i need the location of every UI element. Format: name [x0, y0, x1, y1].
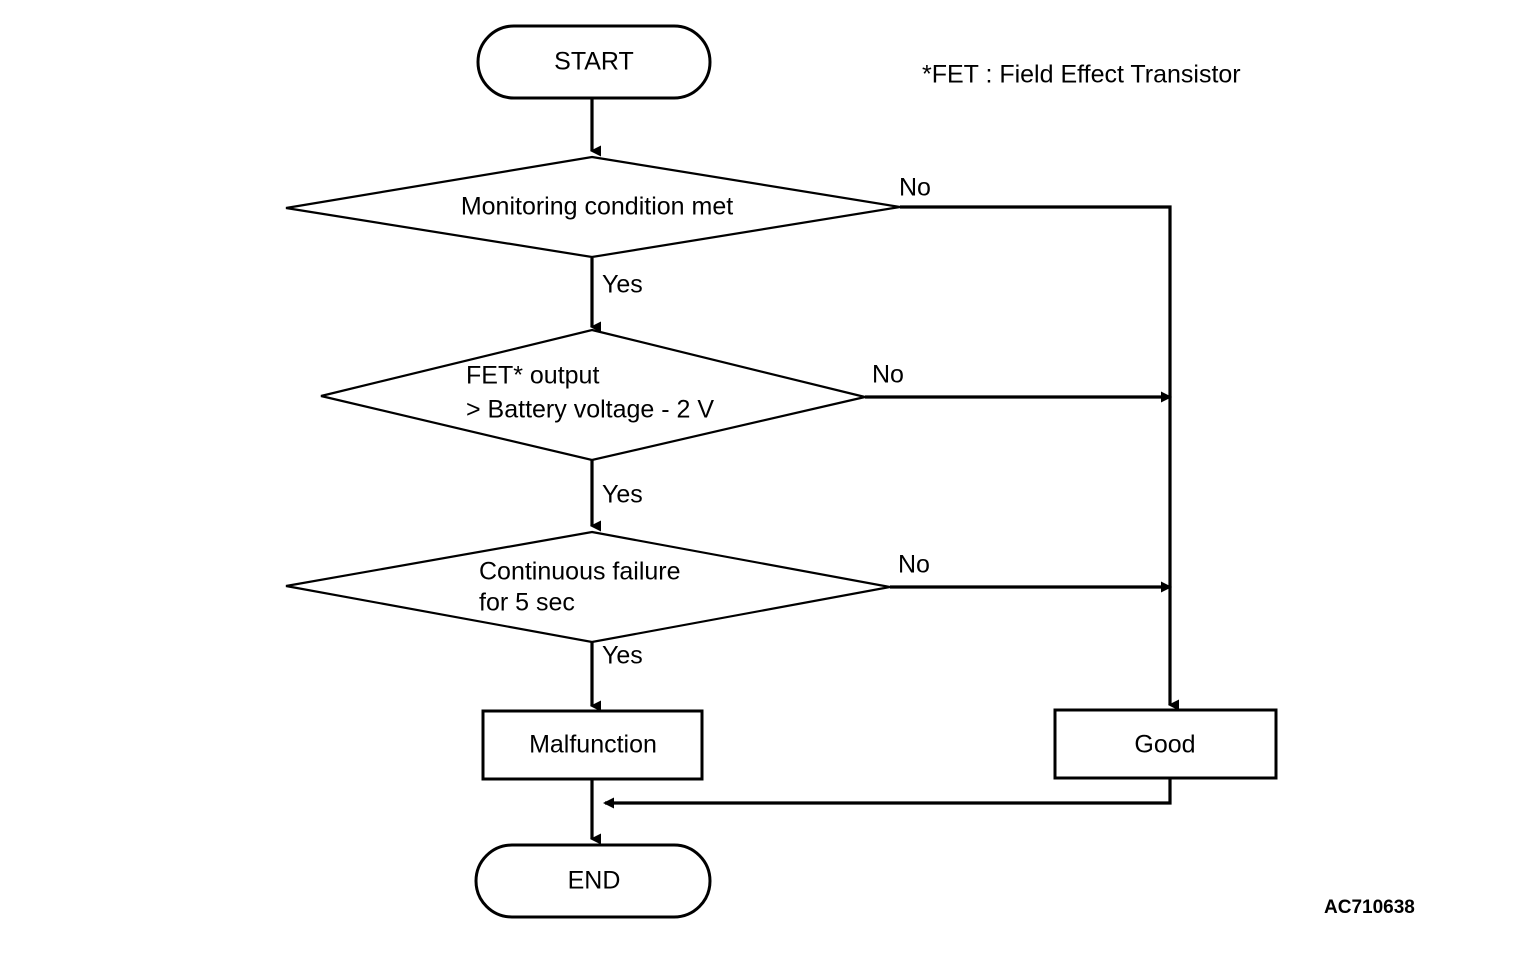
node-monitoring-condition-label: Monitoring condition met — [461, 193, 733, 221]
node-malfunction[interactable]: Malfunction — [481, 709, 704, 781]
branch-label-continuous-no: No — [898, 551, 930, 579]
legend-fet-abbreviation: *FET : Field Effect Transistor — [922, 61, 1241, 89]
node-good-label: Good — [1134, 731, 1195, 759]
connector-monitoring-no-to-good — [900, 205, 1179, 711]
node-good[interactable]: Good — [1053, 708, 1278, 780]
branch-label-monitoring-no: No — [899, 174, 931, 202]
node-start-label: START — [554, 48, 634, 76]
node-monitoring-condition[interactable]: Monitoring condition met — [285, 155, 901, 259]
figure-code: AC710638 — [1324, 897, 1415, 918]
branch-label-fet-no: No — [872, 361, 904, 389]
branch-label-continuous-yes: Yes — [602, 642, 643, 670]
node-fet-output[interactable]: FET* output > Battery voltage - 2 V — [320, 328, 866, 462]
node-fet-output-label-line2: > Battery voltage - 2 V — [466, 396, 714, 424]
node-start[interactable]: START — [476, 24, 712, 100]
node-end-label: END — [568, 867, 621, 895]
branch-label-fet-yes: Yes — [602, 481, 643, 509]
connector-good-to-merge — [603, 779, 1172, 809]
node-end[interactable]: END — [474, 843, 712, 919]
node-fet-output-label-line1: FET* output — [466, 362, 599, 390]
node-malfunction-label: Malfunction — [529, 731, 657, 759]
node-continuous-failure-label-line1: Continuous failure — [479, 558, 681, 586]
node-continuous-failure-label-line2: for 5 sec — [479, 589, 575, 617]
branch-label-monitoring-yes: Yes — [602, 271, 643, 299]
node-continuous-failure[interactable]: Continuous failure for 5 sec — [285, 530, 891, 644]
